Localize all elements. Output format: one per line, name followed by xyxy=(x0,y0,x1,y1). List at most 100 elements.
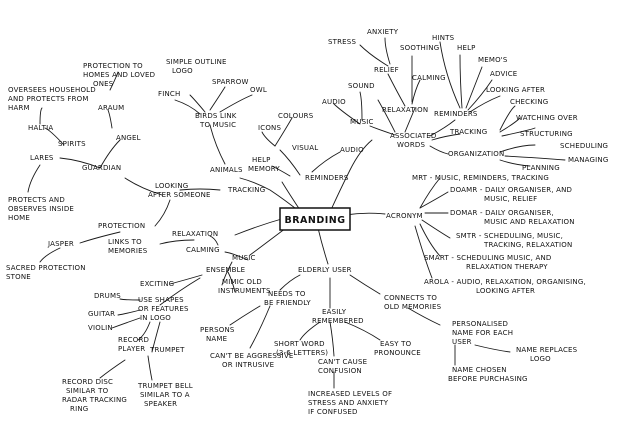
node-personalised-3: USER xyxy=(452,338,472,346)
node-arola-1: AROLA - AUDIO, RELAXATION, ORGANISING, xyxy=(424,278,586,286)
node-personalised-2: NAME FOR EACH xyxy=(452,329,513,337)
node-reminders-mid: REMINDERS xyxy=(305,174,349,182)
node-protection: PROTECTION xyxy=(98,222,145,230)
node-domar-1: DOMAR - DAILY ORGANISER, xyxy=(450,209,554,217)
node-protects-2: OBSERVES INSIDE xyxy=(8,205,74,213)
node-simple-logo-2: LOGO xyxy=(172,67,193,75)
node-increased-1: INCREASED LEVELS OF xyxy=(308,390,392,398)
node-record-player-1: RECORD xyxy=(118,336,149,344)
node-calming-right: CALMING xyxy=(412,74,446,82)
node-tracking-left: TRACKING xyxy=(227,186,265,194)
node-mrt: MRT - MUSIC, REMINDERS, TRACKING xyxy=(412,174,549,182)
node-sacred-2: STONE xyxy=(6,273,31,281)
node-links-memories-1: LINKS TO xyxy=(108,238,142,246)
node-persons-name-2: NAME xyxy=(206,335,227,343)
node-elderly-user: ELDERLY USER xyxy=(298,266,352,274)
center-label: BRANDING xyxy=(284,215,345,226)
node-soothing: SOOTHING xyxy=(400,44,439,52)
node-record-disc-1: RECORD DISC xyxy=(62,378,113,386)
node-finch: FINCH xyxy=(158,90,180,98)
node-drums: DRUMS xyxy=(94,292,121,300)
node-managing: MANAGING xyxy=(568,156,608,164)
node-checking: CHECKING xyxy=(510,98,548,106)
node-oversees-2: AND PROTECTS FROM xyxy=(8,95,89,103)
node-increased-2: STRESS AND ANXIETY xyxy=(308,399,389,407)
node-jasper: JASPER xyxy=(47,240,74,248)
node-cant-confusion-2: CONFUSION xyxy=(318,367,362,375)
node-help-memory-1: HELP xyxy=(252,156,271,164)
node-protection-homes-2: HOMES AND LOVED xyxy=(83,71,155,79)
node-looking-someone-1: LOOKING xyxy=(155,182,188,190)
node-lares: LARES xyxy=(30,154,54,162)
node-angel: ANGEL xyxy=(116,134,141,142)
node-smtr-1: SMTR - SCHEDULING, MUSIC, xyxy=(456,232,563,240)
node-birds-2: TO MUSIC xyxy=(199,121,236,129)
node-name-replaces-2: LOGO xyxy=(530,355,551,363)
center-node: BRANDING xyxy=(279,207,351,231)
node-trumpet-bell-3: SPEAKER xyxy=(144,400,177,408)
node-arola-2: LOOKING AFTER xyxy=(476,287,535,295)
node-anxiety: ANXIETY xyxy=(367,28,399,36)
node-violin: VIOLIN xyxy=(88,324,113,332)
node-easy-pronounce-2: PRONOUNCE xyxy=(374,349,421,357)
node-music-right: MUSIC xyxy=(350,118,374,126)
node-record-disc-3: RADAR TRACKING xyxy=(62,396,127,404)
node-animals: ANIMALS xyxy=(210,166,243,174)
node-name-chosen-2: BEFORE PURCHASING xyxy=(448,375,528,383)
node-araum: ARAUM xyxy=(98,104,124,112)
node-ensemble: ENSEMBLE xyxy=(206,266,245,274)
node-calming-left: CALMING xyxy=(186,246,220,254)
node-personalised-1: PERSONALISED xyxy=(452,320,508,328)
node-hints: HINTS xyxy=(432,34,455,42)
node-sound: SOUND xyxy=(348,82,375,90)
node-help: HELP xyxy=(457,44,476,52)
node-cant-confusion-1: CAN'T CAUSE xyxy=(318,358,367,366)
node-shapes-1: USE SHAPES xyxy=(138,296,184,304)
node-associated-words-1: ASSOCIATED xyxy=(390,132,436,140)
node-associated-words-2: WORDS xyxy=(397,141,425,149)
node-structuring: STRUCTURING xyxy=(520,130,573,138)
node-planning: PLANNING xyxy=(522,164,560,172)
node-simple-logo-1: SIMPLE OUTLINE xyxy=(166,58,227,66)
node-advice: ADVICE xyxy=(490,70,517,78)
node-record-disc-2: SIMILAR TO xyxy=(66,387,109,395)
node-icons: ICONS xyxy=(258,124,281,132)
node-trumpet-bell-2: SIMILAR TO A xyxy=(140,391,190,399)
node-easily-1: EASILY xyxy=(322,308,347,316)
node-trumpet-bell-1: TRUMPET BELL xyxy=(137,382,193,390)
mind-map-labels: STRESS ANXIETY HINTS SOOTHING HELP MEMO'… xyxy=(6,28,608,416)
node-help-memory-2: MEMORY xyxy=(248,165,280,173)
node-smart-1: SMART - SCHEDULING MUSIC, AND xyxy=(424,254,551,262)
node-looking-someone-2: AFTER SOMEONE xyxy=(148,191,211,199)
node-protection-homes-1: PROTECTION TO xyxy=(83,62,143,70)
node-stress: STRESS xyxy=(328,38,356,46)
node-friendly-2: BE FRIENDLY xyxy=(264,299,311,307)
node-sacred-1: SACRED PROTECTION xyxy=(6,264,86,272)
node-connects-1: CONNECTS TO xyxy=(384,294,437,302)
node-mimic-1: MIMIC OLD xyxy=(222,278,262,286)
node-easily-2: REMEMBERED xyxy=(312,317,364,325)
node-oversees-3: HARM xyxy=(8,104,30,112)
node-birds-1: BIRDS LINK xyxy=(195,112,237,120)
node-owl: OWL xyxy=(250,86,267,94)
node-increased-3: IF CONFUSED xyxy=(308,408,358,416)
node-persons-name-1: PERSONS xyxy=(200,326,235,334)
node-memos: MEMO'S xyxy=(478,56,508,64)
node-cant-aggressive-2: OR INTRUSIVE xyxy=(222,361,274,369)
node-record-disc-4: RING xyxy=(70,405,88,413)
node-organization: ORGANIZATION xyxy=(448,150,504,158)
node-spirits: SPIRITS xyxy=(58,140,86,148)
node-visual: VISUAL xyxy=(292,144,318,152)
node-shapes-2: OR FEATURES xyxy=(138,305,189,313)
node-domar-2: MUSIC AND RELAXATION xyxy=(484,218,575,226)
node-oversees-1: OVERSEES HOUSEHOLD xyxy=(8,86,96,94)
node-relaxation-right: RELAXATION xyxy=(382,106,428,114)
node-sparrow: SPARROW xyxy=(212,78,249,86)
node-protects-1: PROTECTS AND xyxy=(8,196,65,204)
node-friendly-1: NEEDS TO xyxy=(268,290,306,298)
node-name-replaces-1: NAME REPLACES xyxy=(516,346,578,354)
node-shapes-3: IN LOGO xyxy=(140,314,171,322)
node-doamr-2: MUSIC, RELIEF xyxy=(484,195,537,203)
node-audio-right: AUDIO xyxy=(322,98,346,106)
